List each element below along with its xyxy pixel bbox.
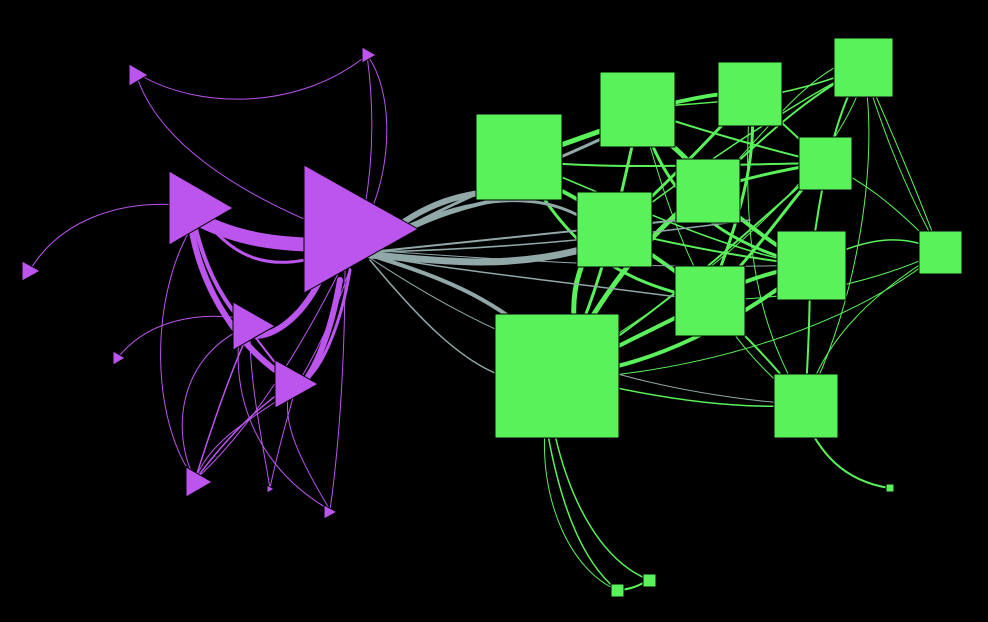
node-square[interactable] [717, 61, 783, 127]
node-square[interactable] [918, 230, 963, 275]
node-triangle[interactable] [323, 504, 339, 520]
edge [804, 66, 870, 406]
edge [237, 329, 331, 511]
node-triangle[interactable] [232, 301, 277, 351]
node-square[interactable] [798, 136, 853, 191]
node-square[interactable] [494, 313, 620, 439]
edge [329, 269, 346, 511]
node-square[interactable] [475, 113, 563, 201]
edge [559, 251, 941, 381]
node-triangle[interactable] [274, 359, 320, 409]
node-triangle[interactable] [361, 46, 378, 64]
node-square[interactable] [576, 191, 653, 268]
nodes-group-a [21, 46, 420, 520]
edge [181, 329, 241, 481]
edge [139, 54, 368, 100]
nodes-group-b [475, 37, 963, 598]
node-triangle[interactable] [266, 484, 276, 494]
edge [137, 79, 331, 231]
edge [187, 217, 293, 383]
node-square[interactable] [610, 583, 625, 598]
node-triangle[interactable] [168, 170, 234, 246]
edge [369, 219, 751, 253]
edge [194, 269, 341, 481]
node-square[interactable] [642, 573, 657, 588]
edge [249, 334, 271, 489]
node-square[interactable] [599, 71, 676, 148]
edge [369, 254, 701, 301]
edge [369, 259, 501, 376]
edge [547, 434, 618, 591]
edge [366, 246, 584, 266]
edge [543, 429, 618, 591]
node-square[interactable] [675, 158, 741, 224]
edge [554, 434, 650, 581]
node-triangle[interactable] [112, 350, 126, 366]
edge [559, 79, 864, 371]
node-square[interactable] [776, 230, 847, 301]
node-square[interactable] [773, 373, 839, 439]
node-triangle[interactable] [185, 466, 214, 498]
edge [29, 203, 181, 271]
node-square[interactable] [833, 37, 894, 98]
edge [303, 268, 352, 382]
node-square[interactable] [674, 265, 746, 337]
node-triangle[interactable] [303, 164, 420, 294]
node-triangle[interactable] [21, 260, 42, 282]
edge [160, 229, 196, 481]
node-triangle[interactable] [128, 63, 149, 87]
node-square[interactable] [885, 483, 895, 493]
